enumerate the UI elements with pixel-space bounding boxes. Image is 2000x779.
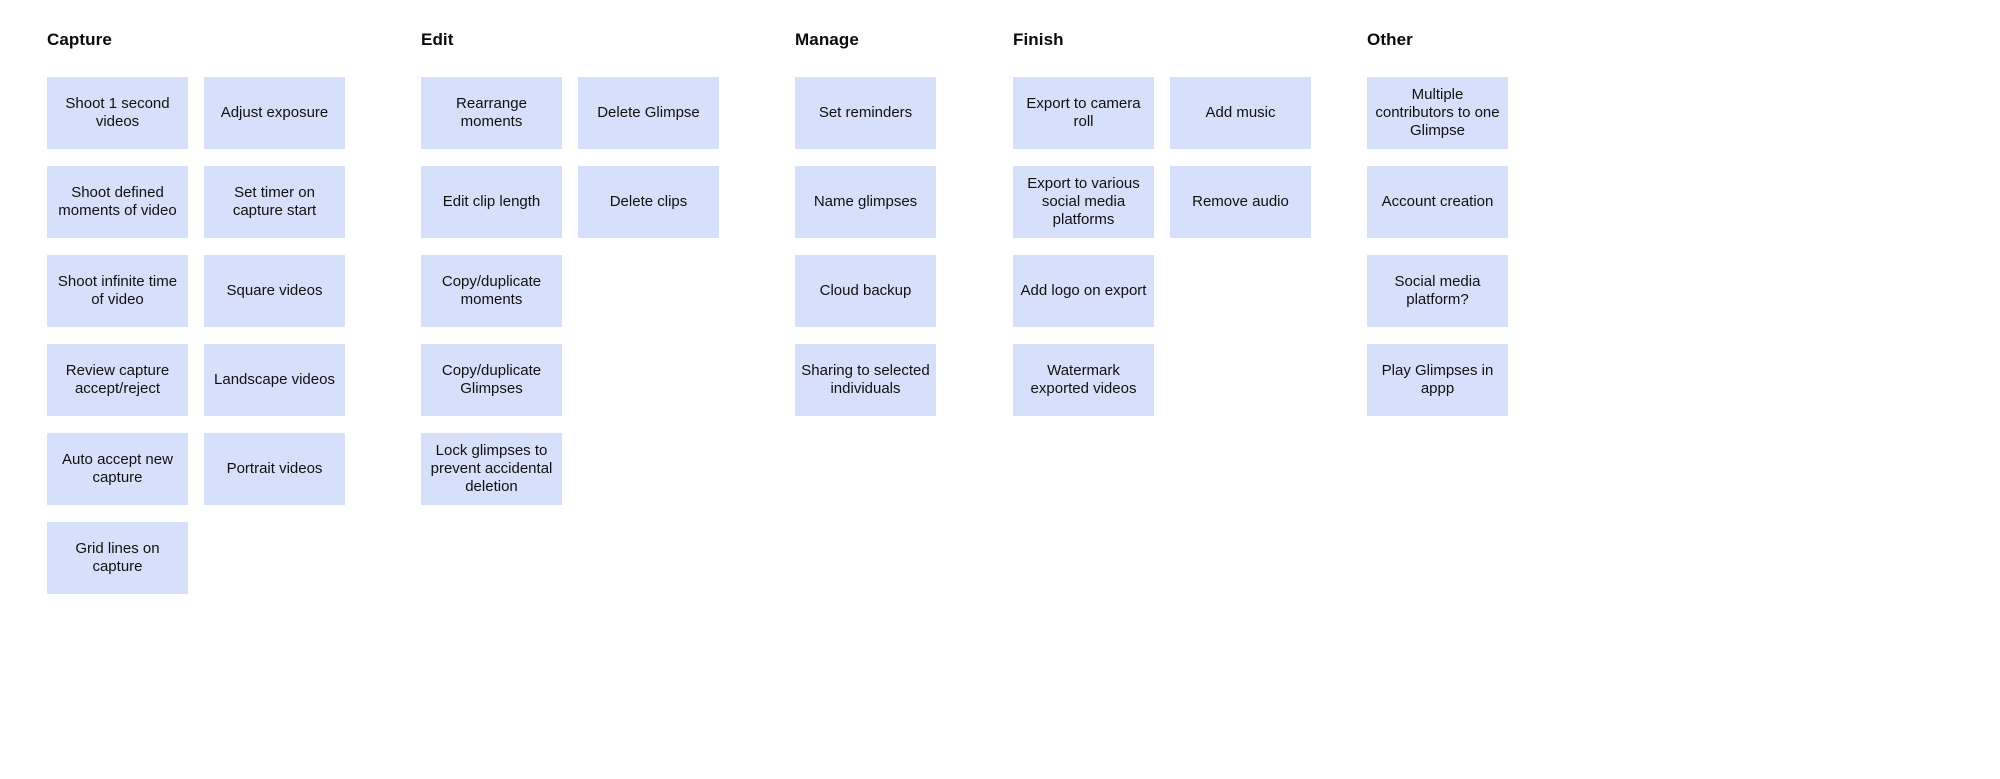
feature-card[interactable]: Copy/duplicate moments (421, 255, 562, 327)
feature-card-label: Account creation (1381, 193, 1494, 210)
feature-card-label: Name glimpses (813, 193, 918, 210)
feature-card[interactable]: Add logo on export (1013, 255, 1154, 327)
feature-card-label: Review capture accept/reject (65, 362, 170, 397)
feature-card-label: Copy/duplicate moments (441, 273, 542, 308)
feature-card[interactable]: Rearrange moments (421, 77, 562, 149)
feature-card-label: Shoot defined moments of video (58, 184, 177, 219)
feature-card[interactable]: Set reminders (795, 77, 936, 149)
feature-card[interactable]: Shoot 1 second videos (47, 77, 188, 149)
feature-card[interactable]: Review capture accept/reject (47, 344, 188, 416)
feature-card[interactable]: Edit clip length (421, 166, 562, 238)
feature-card-label: Set timer on capture start (232, 184, 317, 219)
feature-card[interactable]: Auto accept new capture (47, 433, 188, 505)
feature-card[interactable]: Watermark exported videos (1013, 344, 1154, 416)
feature-card[interactable]: Shoot defined moments of video (47, 166, 188, 238)
feature-card-label: Play Glimpses in appp (1381, 362, 1494, 397)
feature-card[interactable]: Portrait videos (204, 433, 345, 505)
feature-card[interactable]: Grid lines on capture (47, 522, 188, 594)
feature-card[interactable]: Social media platform? (1367, 255, 1508, 327)
feature-card[interactable]: Sharing to selected individuals (795, 344, 936, 416)
feature-card[interactable]: Remove audio (1170, 166, 1311, 238)
feature-card-label: Shoot infinite time of video (57, 273, 178, 308)
feature-card-label: Portrait videos (226, 460, 323, 477)
feature-card-label: Watermark exported videos (1030, 362, 1137, 397)
feature-card[interactable]: Export to camera roll (1013, 77, 1154, 149)
feature-card[interactable]: Add music (1170, 77, 1311, 149)
feature-card-label: Delete clips (609, 193, 688, 210)
feature-card-label: Multiple contributors to one Glimpse (1375, 86, 1500, 139)
feature-card[interactable]: Export to various social media platforms (1013, 166, 1154, 238)
feature-card-label: Set reminders (818, 104, 913, 121)
group-title-finish: Finish (1013, 30, 1064, 49)
group-title-manage: Manage (795, 30, 859, 49)
feature-card[interactable]: Landscape videos (204, 344, 345, 416)
feature-card[interactable]: Square videos (204, 255, 345, 327)
feature-card-label: Square videos (226, 282, 323, 299)
feature-card-label: Landscape videos (214, 371, 335, 388)
feature-card[interactable]: Cloud backup (795, 255, 936, 327)
feature-card-label: Adjust exposure (220, 104, 329, 121)
group-title-edit: Edit (421, 30, 454, 49)
feature-card[interactable]: Multiple contributors to one Glimpse (1367, 77, 1508, 149)
feature-card-label: Export to various social media platforms (1027, 175, 1140, 228)
feature-card[interactable]: Lock glimpses to prevent accidental dele… (421, 433, 562, 505)
feature-card-label: Auto accept new capture (62, 451, 173, 486)
feature-card[interactable]: Delete clips (578, 166, 719, 238)
feature-card-label: Shoot 1 second videos (65, 95, 170, 130)
feature-card[interactable]: Set timer on capture start (204, 166, 345, 238)
feature-card[interactable]: Play Glimpses in appp (1367, 344, 1508, 416)
feature-card-label: Add logo on export (1020, 282, 1147, 299)
feature-card[interactable]: Adjust exposure (204, 77, 345, 149)
group-title-other: Other (1367, 30, 1413, 49)
feature-card-label: Grid lines on capture (75, 540, 160, 575)
feature-card-label: Copy/duplicate Glimpses (441, 362, 542, 397)
feature-card-label: Export to camera roll (1026, 95, 1141, 130)
group-title-capture: Capture (47, 30, 112, 49)
feature-card-label: Sharing to selected individuals (801, 362, 930, 397)
feature-card-label: Lock glimpses to prevent accidental dele… (430, 442, 553, 495)
feature-card-label: Remove audio (1192, 193, 1289, 210)
feature-card-label: Social media platform? (1394, 273, 1481, 308)
feature-card-label: Add music (1205, 104, 1276, 121)
feature-card-label: Edit clip length (442, 193, 541, 210)
feature-card[interactable]: Delete Glimpse (578, 77, 719, 149)
feature-card-label: Cloud backup (819, 282, 912, 299)
feature-card[interactable]: Copy/duplicate Glimpses (421, 344, 562, 416)
feature-card[interactable]: Account creation (1367, 166, 1508, 238)
feature-card-label: Delete Glimpse (597, 104, 700, 121)
feature-card[interactable]: Name glimpses (795, 166, 936, 238)
feature-card[interactable]: Shoot infinite time of video (47, 255, 188, 327)
feature-card-label: Rearrange moments (456, 95, 527, 130)
